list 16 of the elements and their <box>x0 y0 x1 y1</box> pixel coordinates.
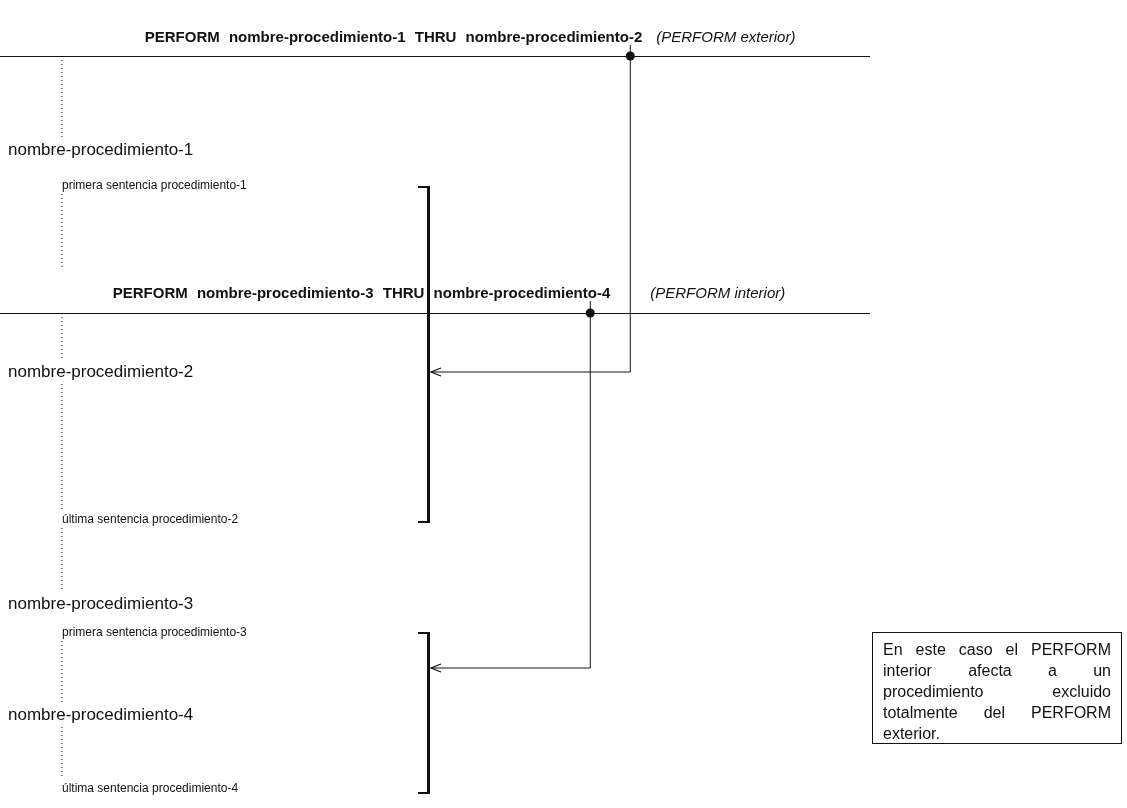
procedure-name: nombre-procedimiento-3 <box>8 594 194 614</box>
perform-statement: PERFORM nombre-procedimiento-1 THRU nombre-procedimiento-2 <box>144 28 643 45</box>
sentence-label: última sentencia procedimiento-4 <box>62 781 239 795</box>
procedure-name: nombre-procedimiento-2 <box>8 362 194 382</box>
sentence-label: primera sentencia procedimiento-3 <box>62 625 247 639</box>
perform-type-note: (PERFORM interior) <box>650 284 786 301</box>
procedure-name: nombre-procedimiento-1 <box>8 140 194 160</box>
note-box: En este caso el PERFORM interior afecta a un procedimiento excluido totalmente del PERFORM exterior. <box>872 632 1122 744</box>
perform-statement: PERFORM nombre-procedimiento-3 THRU nombre-procedimiento-4 <box>112 284 611 301</box>
sentence-label: primera sentencia procedimiento-1 <box>62 178 247 192</box>
procedure-name: nombre-procedimiento-4 <box>8 705 194 725</box>
connector-arrow <box>430 44 631 377</box>
connector-arrow <box>430 300 591 673</box>
range-bracket <box>418 632 430 794</box>
sentence-label: última sentencia procedimiento-2 <box>62 512 239 526</box>
perform-type-note: (PERFORM exterior) <box>656 28 796 45</box>
